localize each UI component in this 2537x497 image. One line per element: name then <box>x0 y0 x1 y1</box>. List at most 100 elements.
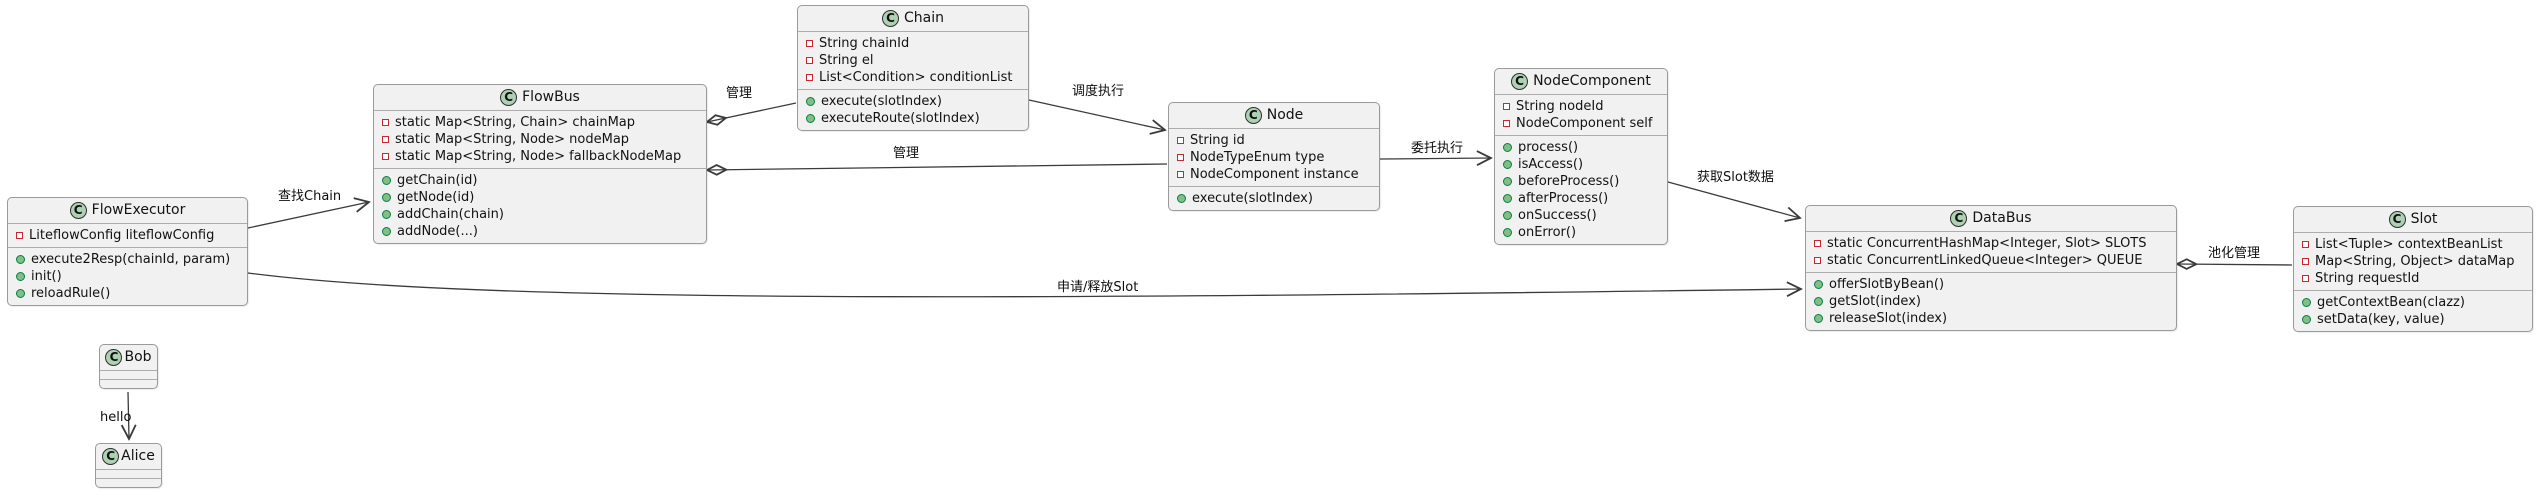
edge-get-slot-data <box>1667 181 1800 218</box>
method-row: reloadRule() <box>16 285 239 302</box>
field-row: NodeComponent instance <box>1177 166 1371 183</box>
field-text: String id <box>1190 133 1245 148</box>
class-databus: C DataBus static ConcurrentHashMap<Integ… <box>1805 205 2177 331</box>
method-row: process() <box>1503 139 1659 156</box>
class-c-icon: C <box>500 89 518 106</box>
methods-section: getChain(id)getNode(id)addChain(chain)ad… <box>374 168 706 243</box>
method-text: execute(slotIndex) <box>821 94 942 109</box>
class-name: Bob <box>124 349 152 365</box>
method-text: setData(key, value) <box>2317 312 2445 327</box>
field-visibility-icon <box>2302 275 2309 282</box>
field-text: List<Condition> conditionList <box>819 70 1013 85</box>
method-visibility-icon <box>382 193 391 202</box>
field-visibility-icon <box>2302 241 2309 248</box>
class-title: C Node <box>1169 103 1379 128</box>
field-text: String nodeId <box>1516 99 1604 114</box>
field-row: static ConcurrentLinkedQueue<Integer> QU… <box>1814 252 2168 269</box>
method-text: process() <box>1518 140 1579 155</box>
field-text: NodeComponent instance <box>1190 167 1359 182</box>
field-text: static Map<String, Chain> chainMap <box>395 115 636 130</box>
method-text: getContextBean(clazz) <box>2317 295 2465 310</box>
field-visibility-icon <box>1177 137 1184 144</box>
field-row: LiteflowConfig liteflowConfig <box>16 227 239 244</box>
method-row: execute(slotIndex) <box>1177 190 1371 207</box>
class-name: DataBus <box>1972 210 2032 226</box>
method-visibility-icon <box>1814 280 1823 289</box>
method-text: addNode(...) <box>397 224 478 239</box>
class-c-icon: C <box>1511 73 1529 90</box>
class-name: Node <box>1266 107 1304 123</box>
class-name: Chain <box>904 10 944 26</box>
method-visibility-icon <box>1814 297 1823 306</box>
class-c-icon: C <box>2388 211 2406 228</box>
field-text: static Map<String, Node> fallbackNodeMap <box>395 149 682 164</box>
edge-label-manage-chain: 管理 <box>726 86 753 101</box>
class-title: C Bob <box>100 345 157 370</box>
field-visibility-icon <box>1503 120 1510 127</box>
field-row: String el <box>806 52 1020 69</box>
field-text: String chainId <box>819 36 910 51</box>
method-text: executeRoute(slotIndex) <box>821 111 980 126</box>
method-visibility-icon <box>2302 315 2311 324</box>
method-visibility-icon <box>382 210 391 219</box>
class-title: C Slot <box>2294 207 2532 232</box>
methods-section: execute(slotIndex) executeRoute(slotIndex… <box>798 89 1028 130</box>
class-c-icon: C <box>105 349 123 366</box>
class-alice: C Alice <box>95 443 162 488</box>
field-text: NodeTypeEnum type <box>1190 150 1325 165</box>
class-name: Slot <box>2410 211 2438 227</box>
field-row: String chainId <box>806 35 1020 52</box>
method-row: getContextBean(clazz) <box>2302 294 2524 311</box>
method-text: addChain(chain) <box>397 207 504 222</box>
field-row: Map<String, Object> dataMap <box>2302 253 2524 270</box>
field-visibility-icon <box>16 232 23 239</box>
method-row: execute(slotIndex) <box>806 93 1020 110</box>
fields-section: static ConcurrentHashMap<Integer, Slot> … <box>1806 231 2176 272</box>
methods-section: getContextBean(clazz) setData(key, value) <box>2294 290 2532 331</box>
edge-pool-manage <box>2177 264 2293 265</box>
field-text: NodeComponent self <box>1516 116 1653 131</box>
edge-label-get-slot: 获取Slot数据 <box>1697 170 1774 185</box>
field-visibility-icon <box>1814 257 1821 264</box>
edge-hello <box>128 391 129 439</box>
field-visibility-icon <box>1177 154 1184 161</box>
method-visibility-icon <box>1814 314 1823 323</box>
class-flowexecutor: C FlowExecutor LiteflowConfig liteflowCo… <box>7 197 248 306</box>
class-flowbus: C FlowBus static Map<String, Chain> chai… <box>373 84 707 244</box>
method-row: getSlot(index) <box>1814 293 2168 310</box>
method-text: afterProcess() <box>1518 191 1609 206</box>
field-text: List<Tuple> contextBeanList <box>2315 237 2503 252</box>
class-title: C DataBus <box>1806 206 2176 231</box>
method-visibility-icon <box>1503 160 1512 169</box>
fields-section: LiteflowConfig liteflowConfig <box>8 223 247 247</box>
method-text: offerSlotByBean() <box>1829 277 1945 292</box>
field-text: Map<String, Object> dataMap <box>2315 254 2515 269</box>
method-text: getNode(id) <box>397 190 475 205</box>
edge-label-find-chain: 查找Chain <box>278 189 342 204</box>
method-row: releaseSlot(index) <box>1814 310 2168 327</box>
method-visibility-icon <box>382 176 391 185</box>
field-row: static Map<String, Node> fallbackNodeMap <box>382 148 698 165</box>
fields-section <box>100 370 157 379</box>
field-row: String nodeId <box>1503 98 1659 115</box>
method-visibility-icon <box>382 227 391 236</box>
method-row: execute2Resp(chainId, param) <box>16 251 239 268</box>
class-name: Alice <box>121 448 155 464</box>
methods-section: execute2Resp(chainId, param)init()reload… <box>8 247 247 305</box>
method-visibility-icon <box>1503 228 1512 237</box>
class-title: C Alice <box>96 444 161 469</box>
edge-label-manage-node: 管理 <box>893 146 920 161</box>
field-row: List<Tuple> contextBeanList <box>2302 236 2524 253</box>
method-text: isAccess() <box>1518 157 1584 172</box>
method-visibility-icon <box>806 114 815 123</box>
field-text: String requestId <box>2315 271 2420 286</box>
field-row: static Map<String, Node> nodeMap <box>382 131 698 148</box>
method-visibility-icon <box>16 272 25 281</box>
method-text: beforeProcess() <box>1518 174 1620 189</box>
